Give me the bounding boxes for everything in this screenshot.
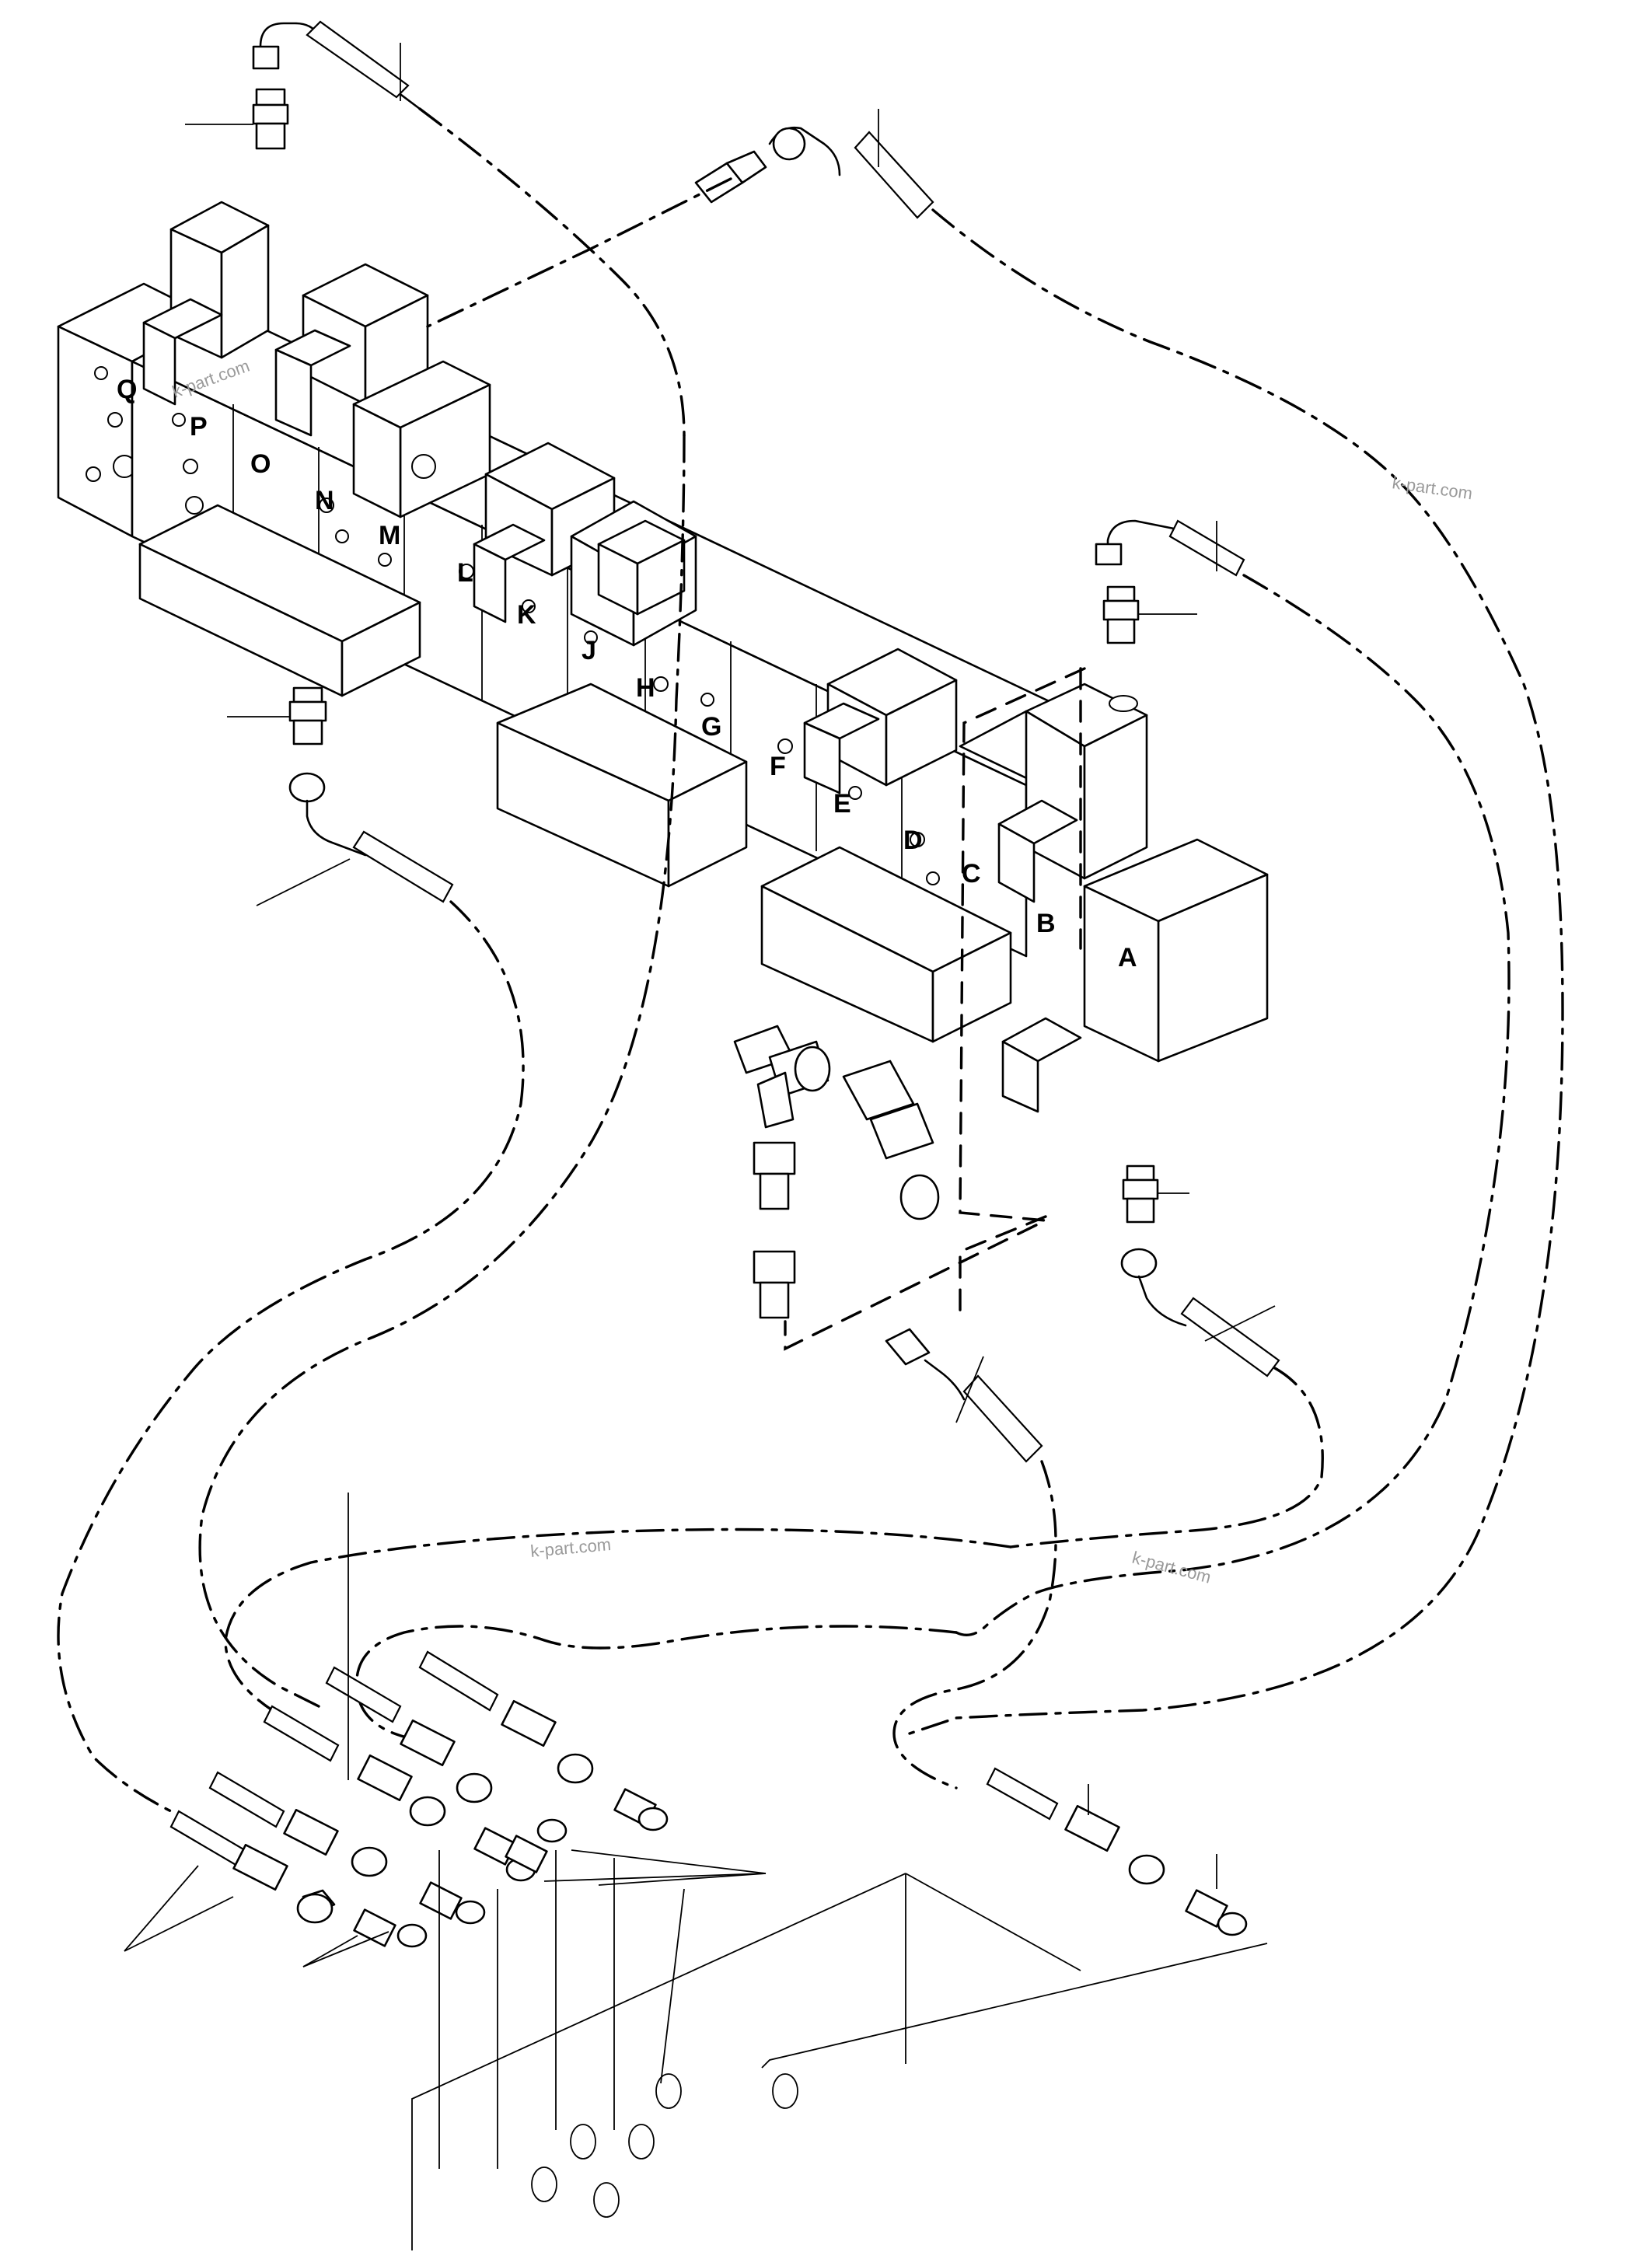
watermark-2: k-part.com bbox=[1391, 473, 1473, 503]
watermark-3: k-part.com bbox=[529, 1535, 612, 1561]
hose-end-4 bbox=[325, 1666, 568, 1873]
hose-end-5 bbox=[418, 1650, 669, 1831]
hose-end-1 bbox=[169, 1810, 428, 1948]
hose-top-center bbox=[768, 109, 934, 219]
leader-lines bbox=[124, 1493, 1268, 2250]
port-label-h: H bbox=[636, 673, 655, 703]
port-label-l: L bbox=[457, 558, 473, 588]
lower-hose-bundle bbox=[169, 1650, 1248, 1948]
port-label-q: Q bbox=[117, 375, 137, 404]
solenoid-group-right bbox=[803, 648, 1269, 1113]
port-label-m: M bbox=[379, 521, 400, 550]
hose-right-lower bbox=[1120, 1164, 1280, 1377]
port-label-f: F bbox=[770, 752, 786, 781]
port-label-j: J bbox=[582, 636, 596, 665]
hose-center-lower bbox=[885, 1328, 1043, 1463]
hose-routes bbox=[57, 107, 1564, 1813]
upper-hose-fittings bbox=[185, 20, 1280, 1463]
solenoid-group-left bbox=[142, 201, 697, 647]
port-label-c: C bbox=[962, 859, 981, 889]
port-label-group: A B C D E F G H J K L M N O P Q bbox=[117, 375, 1137, 972]
tee-fittings bbox=[733, 1025, 940, 1319]
port-label-p: P bbox=[190, 412, 208, 442]
hose-end-6 bbox=[986, 1767, 1248, 1936]
port-label-d: D bbox=[903, 826, 923, 855]
valve-block-assembly bbox=[57, 201, 1269, 1113]
hose-top-left bbox=[252, 20, 421, 110]
watermark-4: k-part.com bbox=[1130, 1548, 1214, 1587]
port-label-o: O bbox=[250, 449, 271, 479]
hose-end-2 bbox=[208, 1771, 486, 1925]
hose-left-mid bbox=[227, 686, 454, 906]
port-label-n: N bbox=[315, 486, 334, 515]
port-label-b: B bbox=[1036, 909, 1056, 938]
mounting-rails bbox=[138, 504, 1012, 1043]
hose-end-3 bbox=[263, 1705, 536, 1882]
port-label-k: K bbox=[517, 600, 536, 630]
adapter-fitting-top-center bbox=[694, 150, 767, 204]
hose-top-right bbox=[1095, 519, 1245, 644]
port-label-e: E bbox=[833, 789, 851, 819]
port-holes bbox=[172, 413, 940, 885]
port-label-g: G bbox=[701, 712, 721, 742]
port-label-a: A bbox=[1118, 943, 1137, 972]
adapter-fitting-top-left bbox=[185, 88, 289, 150]
